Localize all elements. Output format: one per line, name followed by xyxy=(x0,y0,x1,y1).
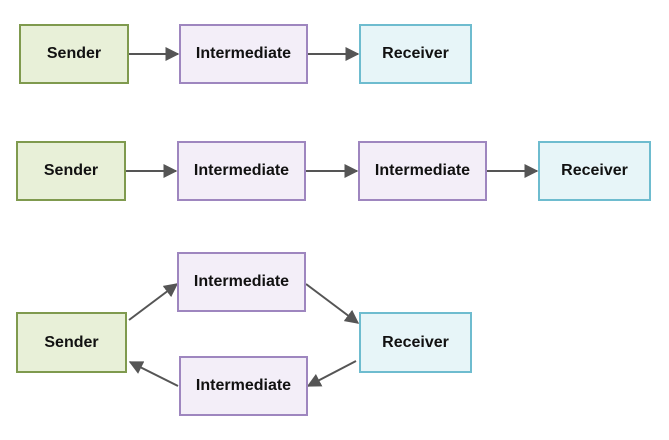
row3-intermediate-node-bottom: Intermediate xyxy=(179,356,308,416)
node-label: Sender xyxy=(46,45,102,62)
row1-receiver-node: Receiver xyxy=(359,24,472,84)
row2-sender-node: Sender xyxy=(16,141,126,201)
node-label: Receiver xyxy=(382,45,449,62)
row2-intermediate-node-1: Intermediate xyxy=(177,141,306,201)
node-label: Receiver xyxy=(561,162,628,179)
arrow-row3-receiver-to-intermediate-bottom xyxy=(306,360,357,387)
row3-sender-node: Sender xyxy=(16,312,127,373)
node-label: Intermediate xyxy=(374,162,471,179)
arrow-row3-sender-to-intermediate-top xyxy=(128,283,179,321)
node-label: Sender xyxy=(43,162,99,179)
node-label: Intermediate xyxy=(195,377,292,394)
node-label: Sender xyxy=(44,333,99,351)
row2-receiver-node: Receiver xyxy=(538,141,651,201)
arrow-row3-intermediate-bottom-to-sender xyxy=(128,361,179,387)
node-label: Intermediate xyxy=(195,45,292,62)
row3-intermediate-node-top: Intermediate xyxy=(177,252,306,312)
node-label: Intermediate xyxy=(193,162,290,179)
node-label: Receiver xyxy=(382,333,449,351)
node-label: Intermediate xyxy=(193,273,290,290)
row3-receiver-node: Receiver xyxy=(359,312,472,373)
row1-intermediate-node: Intermediate xyxy=(179,24,308,84)
row1-sender-node: Sender xyxy=(19,24,129,84)
arrow-row3-intermediate-top-to-receiver xyxy=(305,283,360,324)
row2-intermediate-node-2: Intermediate xyxy=(358,141,487,201)
